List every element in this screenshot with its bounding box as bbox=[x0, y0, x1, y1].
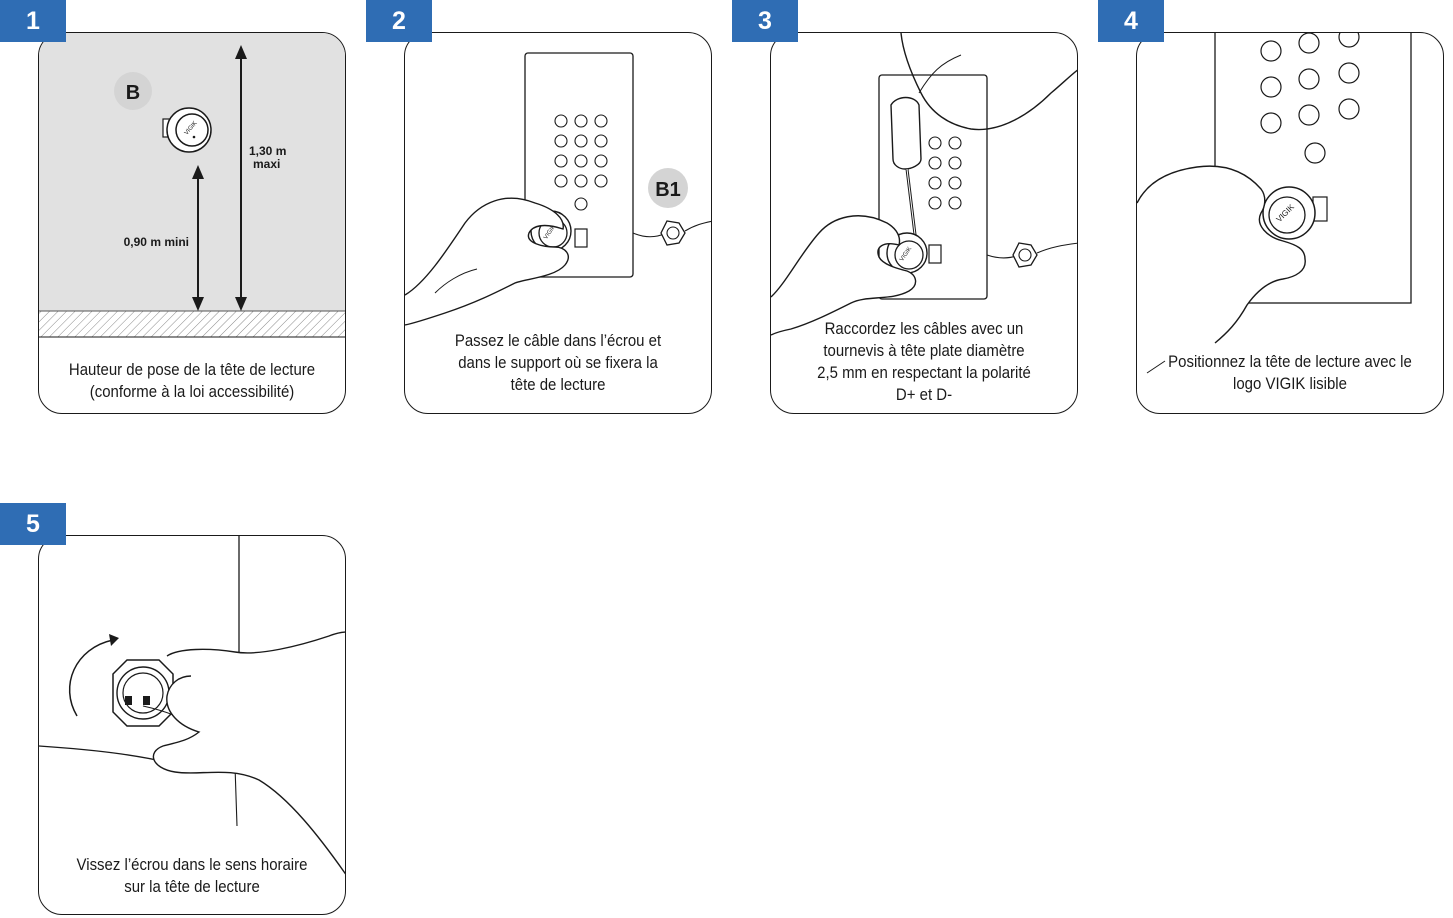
step-3: 3 bbox=[732, 0, 1082, 420]
label-b1-marker: B1 bbox=[648, 168, 688, 208]
wall-height-illustration: B VIGIK 1,30 m maxi bbox=[39, 33, 346, 414]
step-number-badge: 2 bbox=[366, 0, 432, 42]
step-1: 1 B VIGIK bbox=[0, 0, 350, 420]
step-2: 2 B1 bbox=[366, 0, 716, 420]
step-number-badge: 4 bbox=[1098, 0, 1164, 42]
nut-icon bbox=[661, 221, 685, 245]
step-number-badge: 1 bbox=[0, 0, 66, 42]
reader-head-icon: VIGIK bbox=[1263, 187, 1315, 239]
clockwise-arrow-icon bbox=[70, 634, 119, 716]
hand-illustration bbox=[405, 198, 568, 325]
label-b-marker: B bbox=[114, 72, 152, 110]
max-height-label: 1,30 m bbox=[249, 144, 286, 158]
wall-surface bbox=[39, 33, 346, 311]
step-caption: Passez le câble dans l’écrou et dans le … bbox=[423, 330, 692, 396]
step-panel: VIGIK Positionnez la tête de lecture ave… bbox=[1136, 32, 1444, 414]
min-height-label: 0,90 m mini bbox=[124, 235, 189, 249]
max-height-word: maxi bbox=[253, 157, 280, 171]
floor-hatching bbox=[39, 311, 346, 337]
step-panel: VIGIK Raccordez les câbles avec un tourn… bbox=[770, 32, 1078, 414]
step-5: 5 Vissez l’écrou dans le sens horair bbox=[0, 503, 350, 918]
step-caption: Positionnez la tête de lecture avec le l… bbox=[1155, 351, 1424, 395]
step-caption: Hauteur de pose de la tête de lecture (c… bbox=[57, 359, 326, 403]
nut-icon bbox=[1013, 243, 1037, 267]
step-number-badge: 3 bbox=[732, 0, 798, 42]
step-caption: Vissez l’écrou dans le sens horaire sur … bbox=[57, 854, 326, 898]
nut-icon bbox=[113, 660, 173, 726]
hand-illustration bbox=[153, 632, 346, 876]
step-panel: B VIGIK 1,30 m maxi bbox=[38, 32, 346, 414]
step-caption: Raccordez les câbles avec un tournevis à… bbox=[789, 318, 1058, 406]
svg-text:B1: B1 bbox=[655, 179, 681, 201]
svg-text:B: B bbox=[126, 82, 140, 104]
step-number-badge: 5 bbox=[0, 503, 66, 545]
step-4: 4 VIGIK Positionnez la tête de lecture a… bbox=[1098, 0, 1450, 420]
step-panel: Vissez l’écrou dans le sens horaire sur … bbox=[38, 535, 346, 915]
step-panel: B1 VIGIK Passez le câble dans l’écrou et bbox=[404, 32, 712, 414]
